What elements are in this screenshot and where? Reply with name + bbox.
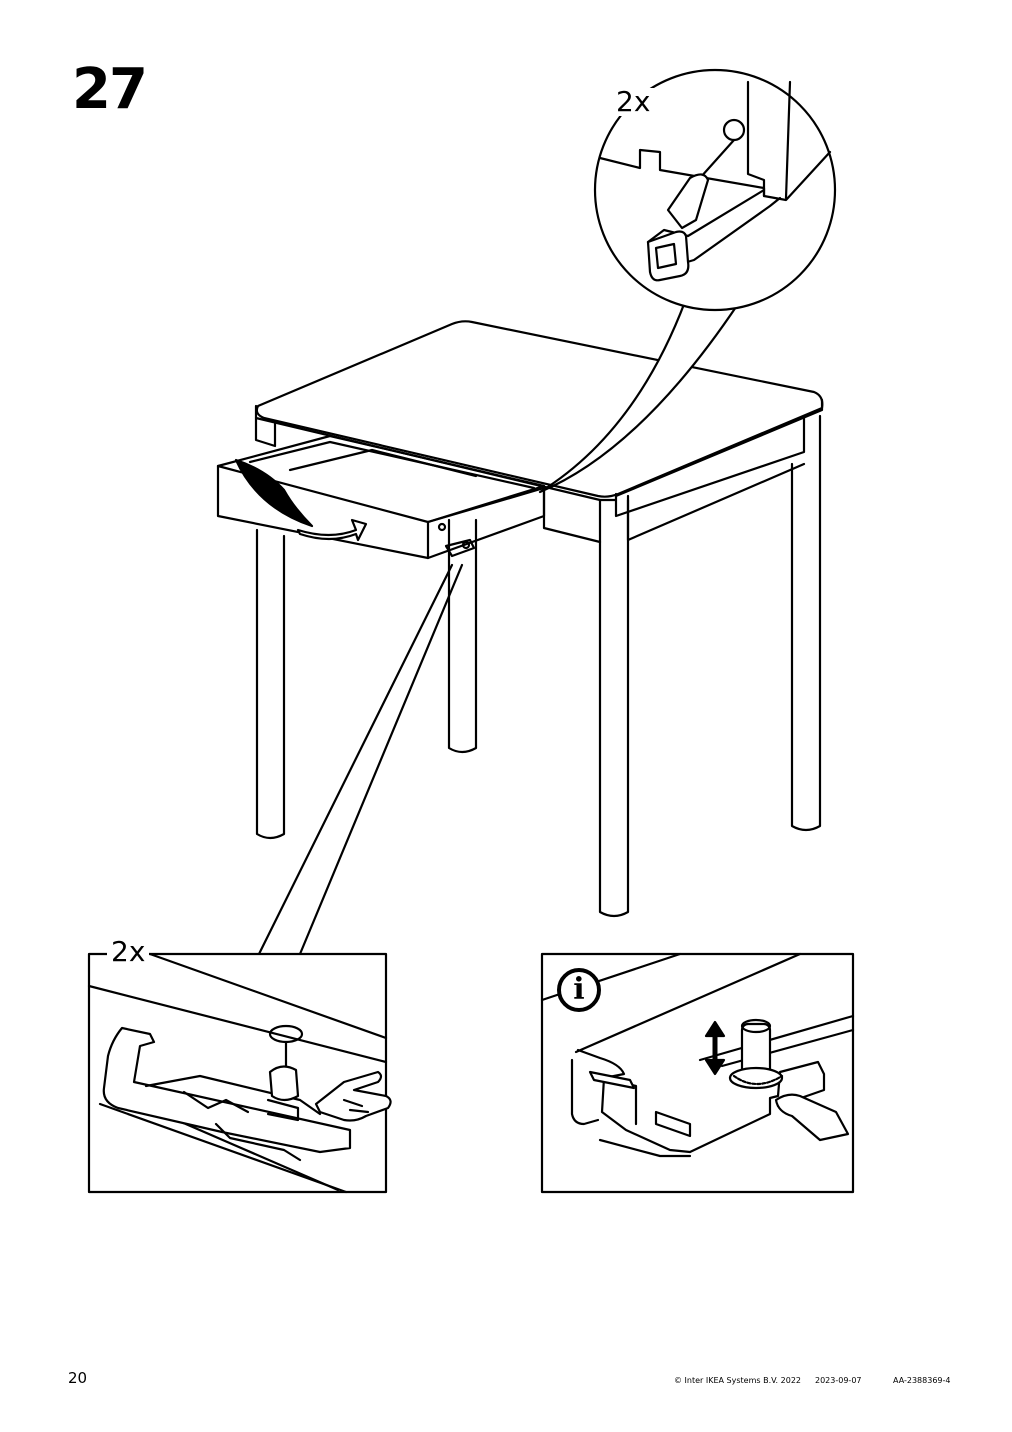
copyright-text: © Inter IKEA Systems B.V. 2022 <box>674 1376 801 1385</box>
bottom-left-quantity-label: 2x <box>107 938 150 966</box>
page-number: 20 <box>68 1369 88 1387</box>
step-number: 27 <box>72 57 148 122</box>
document-id: AA-2388369-4 <box>893 1376 951 1385</box>
document-date: 2023-09-07 <box>815 1376 862 1385</box>
info-icon: i <box>557 968 601 1012</box>
top-quantity-label: 2x <box>612 88 655 116</box>
table-drawing <box>216 320 824 918</box>
top-detail-circle <box>538 68 837 494</box>
bottom-left-detail <box>87 563 464 1194</box>
